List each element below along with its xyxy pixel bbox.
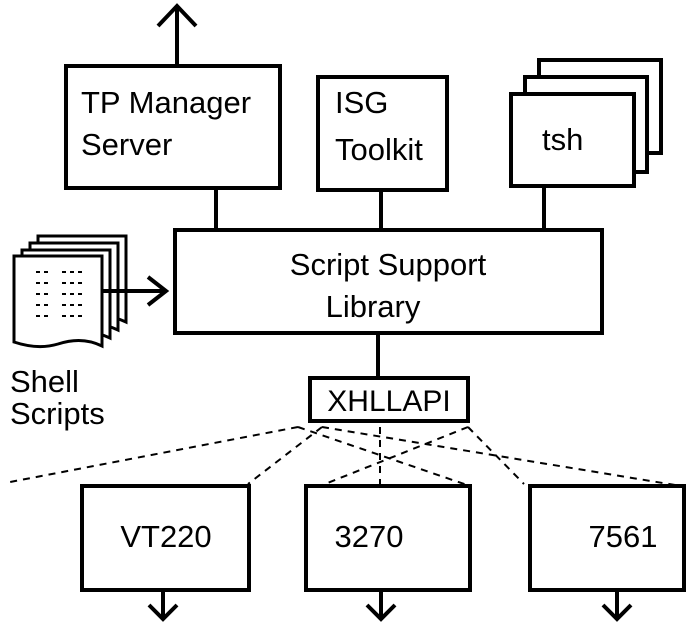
tsh-box bbox=[509, 92, 636, 188]
xhllapi-fanout-lines bbox=[9, 426, 676, 487]
script-support-label-line1: Script Support bbox=[290, 247, 487, 282]
shell-scripts-document-icon bbox=[12, 234, 128, 349]
terminal-7561-down-arrow bbox=[601, 590, 633, 622]
tsh-label: tsh bbox=[542, 122, 583, 157]
tp-manager-label-line2: Server bbox=[81, 127, 172, 162]
isg-toolkit-label-line2: Toolkit bbox=[335, 132, 423, 167]
terminal-3270-down-arrow bbox=[365, 590, 397, 622]
script-support-library-box: Script Support Library bbox=[173, 228, 604, 335]
terminal-7561-box: 7561 bbox=[528, 484, 686, 592]
xhllapi-label: XHLLAPI bbox=[327, 385, 450, 418]
tp-manager-up-arrow bbox=[156, 3, 198, 66]
isg-toolkit-label-line1: ISG bbox=[335, 85, 388, 120]
terminal-7561-label: 7561 bbox=[589, 519, 658, 554]
tsh-stack: tsh bbox=[509, 58, 663, 188]
shell-scripts-label-line2: Scripts bbox=[10, 396, 105, 431]
script-support-label-line2: Library bbox=[326, 289, 421, 324]
vt220-box: VT220 bbox=[80, 484, 251, 592]
tp-manager-server-box: TP Manager Server bbox=[64, 64, 282, 190]
vt220-label: VT220 bbox=[120, 519, 211, 554]
tp-manager-label-line1: TP Manager bbox=[81, 85, 251, 120]
vt220-down-arrow bbox=[147, 590, 179, 622]
shell-scripts-label-line1: Shell bbox=[10, 364, 79, 399]
terminal-3270-box: 3270 bbox=[304, 484, 472, 592]
terminal-3270-label: 3270 bbox=[335, 519, 404, 554]
shell-scripts-arrow bbox=[102, 275, 170, 307]
isg-toolkit-box: ISG Toolkit bbox=[316, 75, 449, 192]
xhllapi-box: XHLLAPI bbox=[308, 376, 470, 423]
